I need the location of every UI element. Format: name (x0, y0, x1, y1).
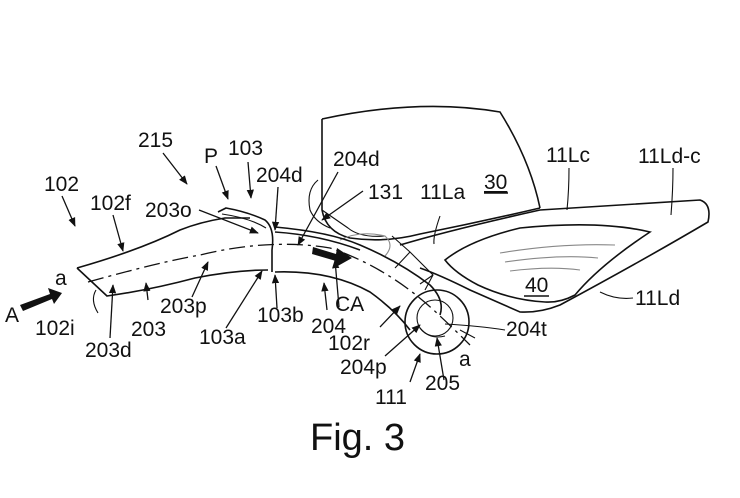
center-axis-line (87, 243, 471, 346)
label-215: 215 (138, 129, 173, 152)
figure-caption: Fig. 3 (310, 417, 405, 459)
label-204t: 204t (506, 318, 547, 341)
label-103: 103 (228, 137, 263, 160)
label-203: 203 (131, 318, 166, 341)
label-P: P (204, 145, 218, 168)
label-111: 111 (375, 386, 407, 409)
label-40: 40 (525, 274, 548, 297)
label-102r: 102r (328, 332, 370, 355)
label-205: 205 (425, 372, 460, 395)
arrow-A-icon (20, 288, 62, 311)
label-11Ld-c: 11Ld-c (638, 145, 701, 168)
label-102f: 102f (90, 192, 131, 215)
arrow-CA-icon (312, 247, 352, 267)
label-103a: 103a (199, 326, 246, 349)
tube-204 (274, 226, 443, 331)
bracket-131 (308, 179, 434, 291)
component-30-outline (321, 105, 541, 241)
component-11L-outline (399, 199, 710, 313)
label-A: A (5, 304, 19, 327)
label-203o: 203o (145, 199, 192, 222)
label-CA: CA (335, 293, 364, 316)
label-204: 204 (311, 315, 346, 338)
label-204d-a: 204d (256, 164, 303, 187)
label-102: 102 (44, 173, 79, 196)
label-11Lc: 11Lc (546, 144, 590, 167)
label-103b: 103b (257, 304, 304, 327)
label-a-right: a (459, 348, 471, 371)
label-30: 30 (484, 171, 507, 194)
label-204d-b: 204d (333, 148, 380, 171)
label-102i: 102i (35, 317, 75, 340)
joint-111 (404, 289, 470, 355)
leader-lines (61, 152, 674, 383)
label-204p: 204p (340, 356, 387, 379)
tube-203 (76, 207, 274, 297)
label-203p: 203p (160, 295, 207, 318)
label-11La: 11La (420, 181, 465, 204)
label-203d: 203d (85, 339, 132, 362)
label-a-left: a (55, 267, 67, 290)
label-11Ld: 11Ld (635, 287, 680, 310)
label-131: 131 (368, 181, 403, 204)
